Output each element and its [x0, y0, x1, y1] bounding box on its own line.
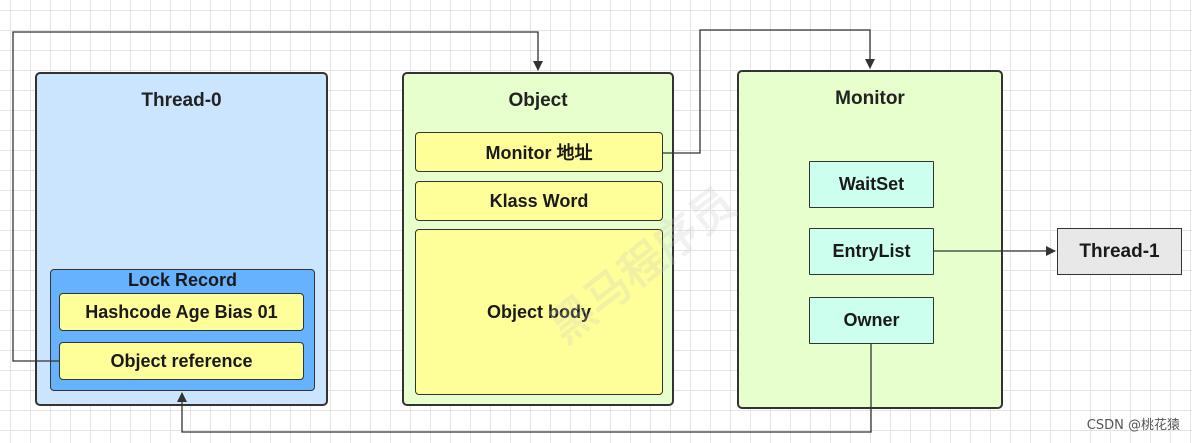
monitor-address-arrow — [663, 29, 875, 154]
credit-text: CSDN @桃花猿 — [1086, 418, 1180, 433]
entrylist-field: EntryList — [809, 228, 934, 275]
object-body-field: Object body — [415, 229, 663, 395]
mark-word-field: Hashcode Age Bias 01 — [59, 293, 304, 331]
monitor-title: Monitor — [835, 88, 905, 109]
waitset-field: WaitSet — [809, 161, 934, 208]
object-reference-arrow — [12, 31, 543, 362]
owner-field: Owner — [809, 297, 934, 344]
thread1-box: Thread-1 — [1057, 228, 1182, 275]
monitor-address-field: Monitor 地址 — [415, 132, 663, 172]
object-reference-field: Object reference — [59, 342, 304, 380]
lock-record-title: Lock Record — [127, 270, 238, 290]
owner-arrow — [177, 344, 872, 433]
klass-word-field: Klass Word — [415, 181, 663, 221]
thread0-title: Thread-0 — [141, 90, 222, 111]
object-title: Object — [508, 90, 568, 111]
